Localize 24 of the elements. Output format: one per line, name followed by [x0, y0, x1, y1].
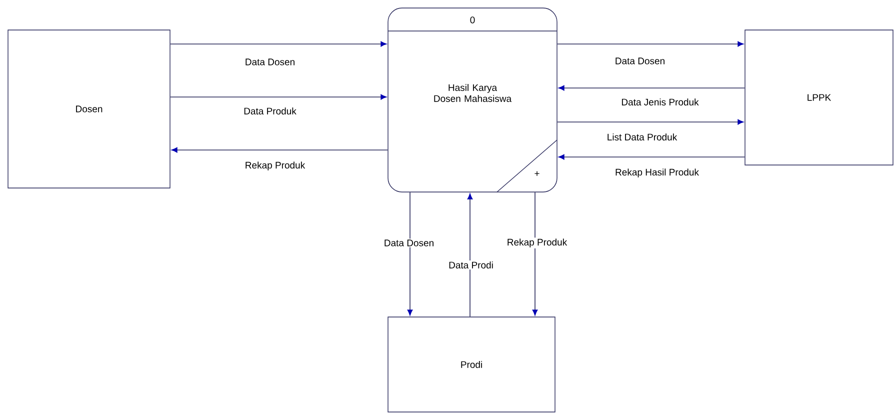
edge-label: Data Prodi [448, 260, 494, 270]
arrow [556, 119, 744, 125]
arrow [170, 94, 387, 100]
entity-box: Prodi [388, 316, 556, 412]
arrow [532, 192, 538, 316]
entity-box: Dosen [8, 30, 170, 188]
edge-label: Rekap Produk [244, 160, 306, 172]
arrow [556, 41, 744, 47]
edge-label: Data Dosen [614, 56, 666, 66]
arrow [407, 192, 413, 316]
arrow [170, 41, 387, 47]
arrow [171, 147, 388, 153]
process-box: + 0 Hasil Karya Dosen Mahasiswa [388, 8, 558, 192]
edge-label: Data Dosen [382, 238, 436, 248]
edge-label: Data Jenis Produk [620, 98, 700, 106]
arrow [558, 85, 746, 91]
edge-label: Rekap Produk [506, 238, 568, 248]
arrow [467, 193, 473, 318]
arrow [558, 154, 746, 160]
edge-label: Data Dosen [244, 58, 296, 66]
edge-label: Rekap Hasil Produk [614, 168, 700, 178]
edge-label: Data Produk [242, 106, 298, 116]
entity-box: LPPK [744, 30, 894, 166]
edge-label: List Data Produk [606, 132, 678, 142]
